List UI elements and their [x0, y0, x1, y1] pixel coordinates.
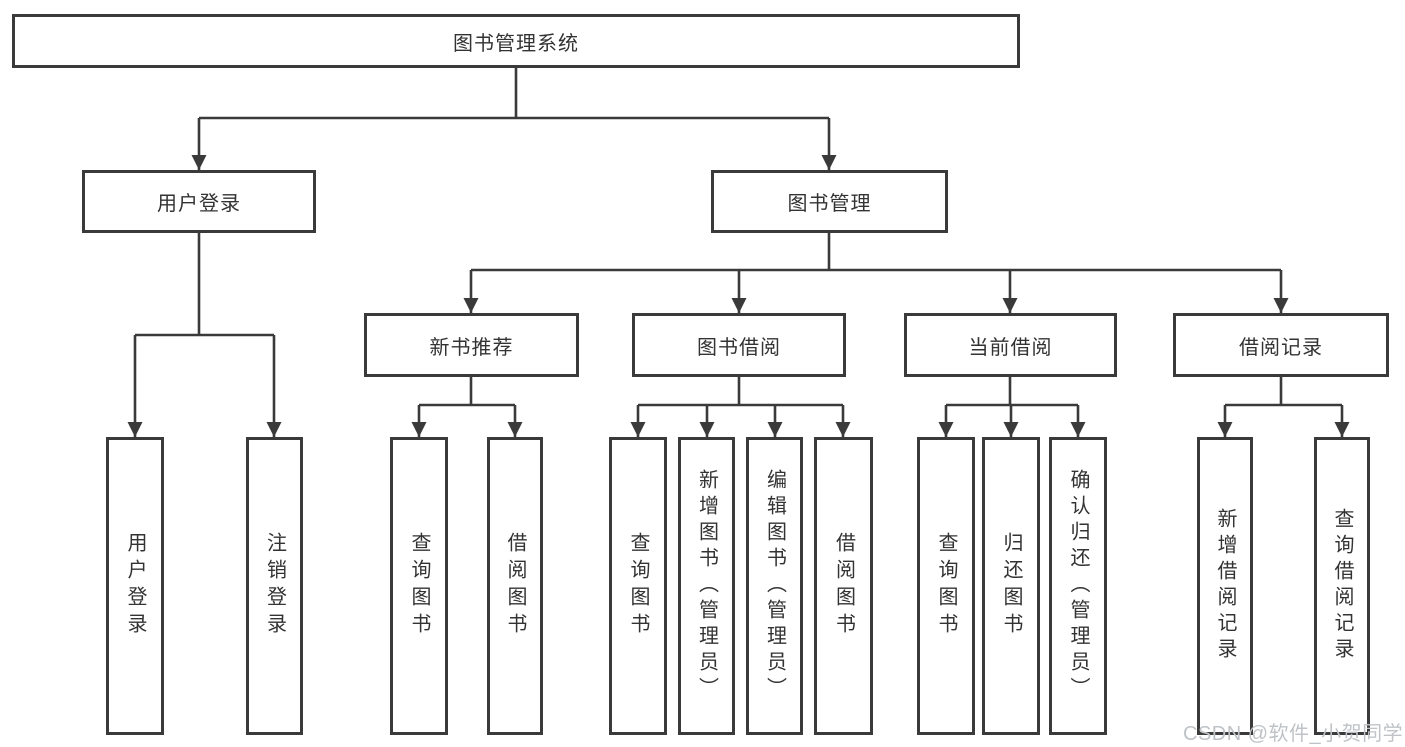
leaf-query-book-borrow: 查询图书: [609, 437, 667, 735]
node-new-book-recommend: 新书推荐: [364, 313, 579, 377]
leaf-edit-book-admin: 编辑图书（管理员）: [746, 437, 803, 735]
leaf-return-book: 归还图书: [982, 437, 1040, 735]
node-current-borrow: 当前借阅: [904, 313, 1117, 377]
leaf-add-borrow-record: 新增借阅记录: [1197, 437, 1253, 735]
leaf-logout: 注销登录: [246, 437, 303, 735]
leaf-confirm-return-admin: 确认归还（管理员）: [1049, 437, 1107, 735]
leaf-user-login: 用户登录: [106, 437, 164, 735]
node-user-login: 用户登录: [82, 170, 316, 233]
leaf-query-book-current: 查询图书: [917, 437, 975, 735]
node-root: 图书管理系统: [12, 14, 1020, 68]
node-borrow-record: 借阅记录: [1173, 313, 1389, 377]
leaf-borrow-book-recommend: 借阅图书: [487, 437, 543, 735]
csdn-watermark: CSDN @软件_小贺同学: [1183, 723, 1404, 745]
leaf-query-borrow-record: 查询借阅记录: [1314, 437, 1370, 735]
leaf-add-book-admin: 新增图书（管理员）: [678, 437, 735, 735]
node-book-management: 图书管理: [711, 170, 948, 233]
node-book-borrow: 图书借阅: [632, 313, 846, 377]
leaf-borrow-book: 借阅图书: [814, 437, 873, 735]
leaf-query-book-recommend: 查询图书: [390, 437, 448, 735]
